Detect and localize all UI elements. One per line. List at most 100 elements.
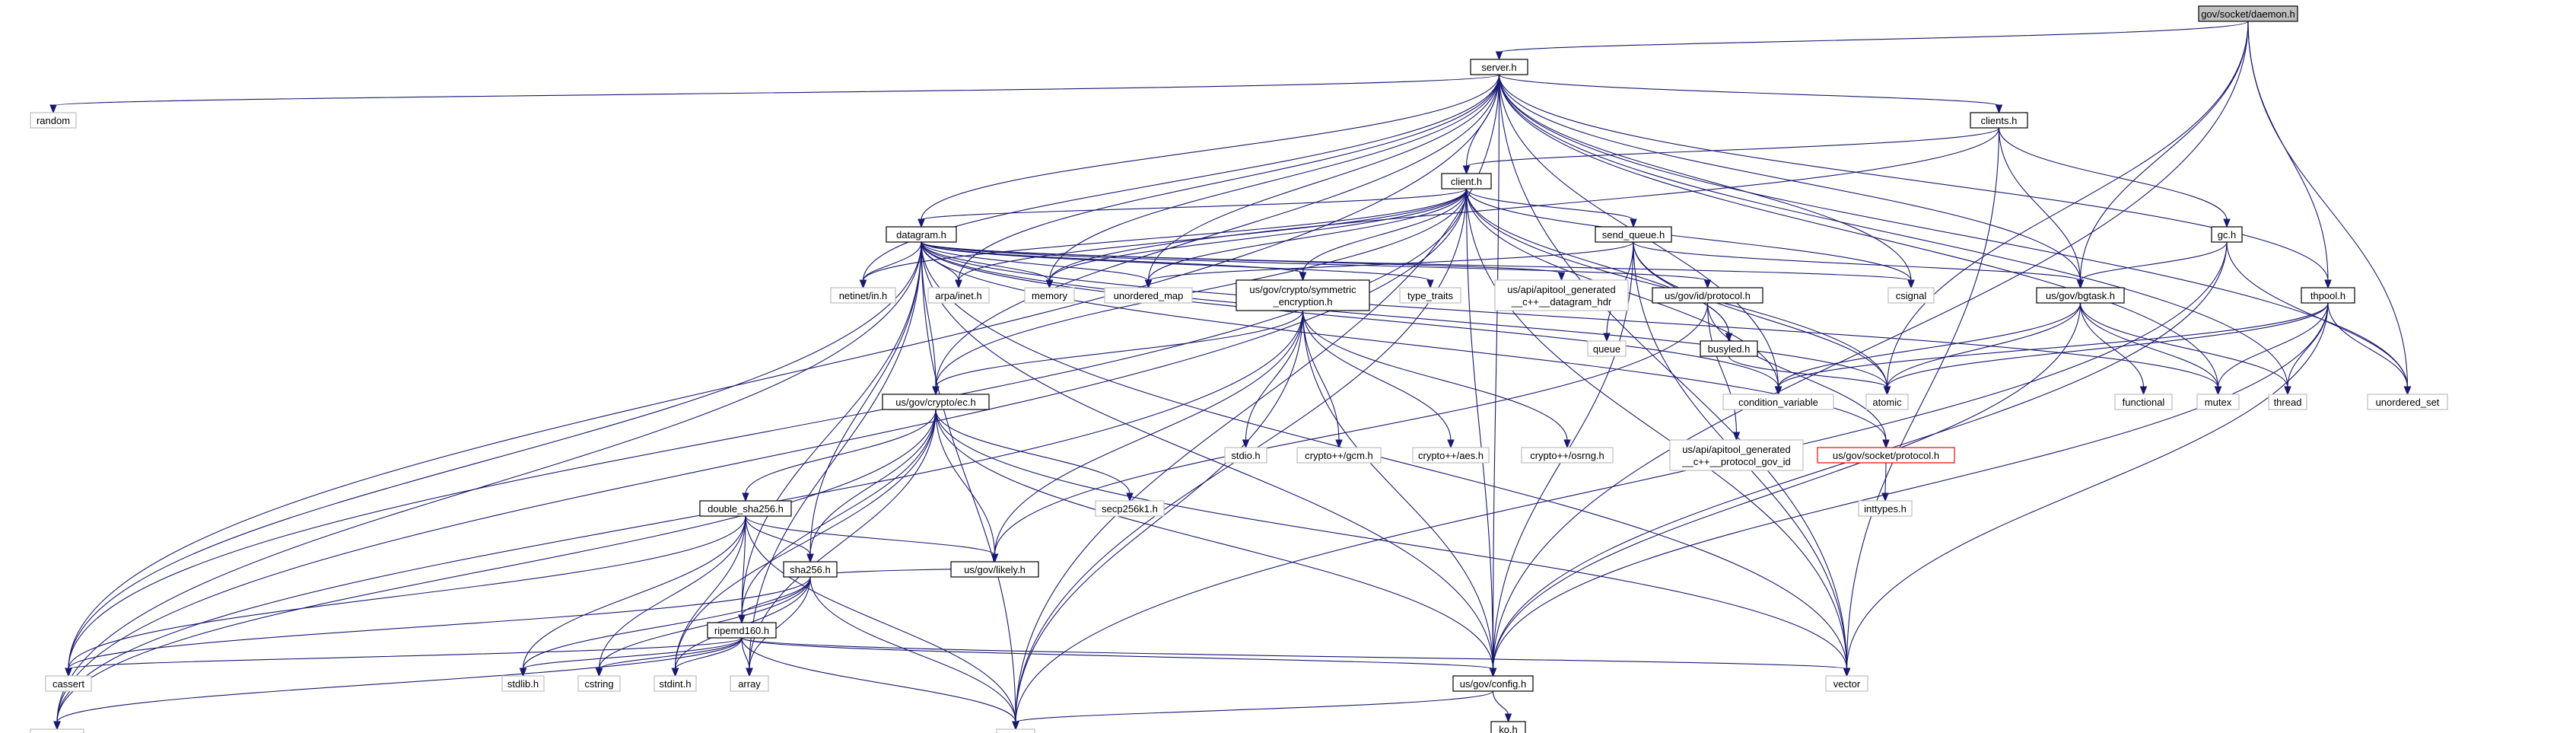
edge-server-to-cassert <box>65 74 1500 677</box>
node-thread[interactable]: thread <box>2268 394 2307 410</box>
node-stdint[interactable]: stdint.h <box>654 675 697 692</box>
node-busyled[interactable]: busyled.h <box>1700 340 1758 357</box>
node-sha256[interactable]: sha256.h <box>783 561 838 578</box>
node-symenc[interactable]: us/gov/crypto/symmetric_encryption.h <box>1236 279 1370 311</box>
edge-ripemd-to-stdlib <box>519 637 743 677</box>
node-label: crypto++/gcm.h <box>1305 450 1373 461</box>
node-cstring[interactable]: cstring <box>577 675 621 692</box>
node-dsha[interactable]: double_sha256.h <box>699 500 792 517</box>
node-thpool[interactable]: thpool.h <box>2301 287 2355 304</box>
node-label: string <box>1003 731 1028 733</box>
node-label: __c++__protocol_gov_id <box>1681 456 1790 467</box>
node-datagram[interactable]: datagram.h <box>886 226 957 243</box>
node-aes[interactable]: crypto++/aes.h <box>1412 447 1490 464</box>
node-osrng[interactable]: crypto++/osrng.h <box>1521 447 1614 464</box>
node-label: netinet/in.h <box>839 290 888 301</box>
node-type-traits[interactable]: type_traits <box>1399 287 1461 304</box>
node-string[interactable]: string <box>996 728 1035 733</box>
node-stdlib[interactable]: stdlib.h <box>501 675 545 692</box>
node-box <box>501 675 545 692</box>
node-umap[interactable]: unordered_map <box>1104 287 1193 304</box>
edge-gc-to-bgtask <box>2076 241 2228 289</box>
edge-ripemd-to-vector <box>741 637 1851 677</box>
node-stdio[interactable]: stdio.h <box>1224 447 1267 464</box>
node-memory[interactable]: memory <box>1024 287 1075 304</box>
edge-server-to-datagram <box>918 74 1500 228</box>
node-label: __c++__datagram_hdr <box>1511 296 1612 308</box>
node-gc[interactable]: gc.h <box>2211 226 2243 243</box>
node-box <box>1587 340 1627 357</box>
node-queue[interactable]: queue <box>1587 340 1627 357</box>
node-box <box>2367 394 2448 410</box>
edge-server-to-netinet <box>859 74 1500 289</box>
node-array[interactable]: array <box>730 675 769 692</box>
edge-server-to-ec <box>932 74 1500 396</box>
node-label: crypto++/aes.h <box>1418 450 1484 461</box>
edge-symenc-to-osrng <box>1302 310 1571 449</box>
edge-client-to-send_queue <box>1465 188 1637 228</box>
node-daemon[interactable]: gov/socket/daemon.h <box>2198 5 2298 22</box>
node-condvar[interactable]: condition_variable <box>1722 394 1834 410</box>
node-csignal[interactable]: csignal <box>1887 287 1935 304</box>
node-iostream[interactable]: iostream <box>30 728 84 733</box>
edge-clients-to-client <box>1462 127 2000 175</box>
node-box <box>996 728 1035 733</box>
edge-server-to-string <box>1012 74 1500 731</box>
edge-datagram-to-iostream <box>53 241 922 731</box>
node-secp[interactable]: secp256k1.h <box>1095 500 1165 517</box>
edge-thpool-to-atomic <box>1883 302 2329 396</box>
node-box <box>2211 226 2243 243</box>
node-likely[interactable]: us/gov/likely.h <box>950 561 1039 578</box>
node-apitool-dgram[interactable]: us/api/apitool_generated__c++__datagram_… <box>1494 279 1629 311</box>
node-box <box>1296 447 1382 464</box>
node-box <box>45 675 92 692</box>
node-ripemd[interactable]: ripemd160.h <box>707 622 777 639</box>
node-config[interactable]: us/gov/config.h <box>1452 675 1534 692</box>
node-label: us/api/apitool_generated <box>1682 444 1790 455</box>
edge-client-to-cassert <box>65 188 1468 677</box>
node-send-queue[interactable]: send_queue.h <box>1595 226 1672 243</box>
node-box <box>577 675 621 692</box>
node-label: datagram.h <box>896 229 946 241</box>
node-label: stdint.h <box>660 678 692 690</box>
node-vector[interactable]: vector <box>1825 675 1868 692</box>
node-random[interactable]: random <box>30 112 77 129</box>
node-functional[interactable]: functional <box>2114 394 2173 410</box>
node-cassert[interactable]: cassert <box>45 675 92 692</box>
node-arpa[interactable]: arpa/inet.h <box>927 287 990 304</box>
node-apitool-gov[interactable]: us/api/apitool_generated__c++__protocol_… <box>1669 439 1804 471</box>
node-label: server.h <box>1481 62 1516 73</box>
edge-client-to-memory <box>1045 188 1468 289</box>
node-atomic[interactable]: atomic <box>1865 394 1909 410</box>
node-label: iostream <box>38 731 76 733</box>
node-label: busyled.h <box>1708 343 1751 355</box>
node-label: type_traits <box>1407 290 1453 301</box>
node-box <box>927 287 990 304</box>
node-protocol-id[interactable]: us/gov/id/protocol.h <box>1652 287 1763 304</box>
node-gcm[interactable]: crypto++/gcm.h <box>1296 447 1382 464</box>
node-netinet[interactable]: netinet/in.h <box>830 287 896 304</box>
node-mutex[interactable]: mutex <box>2196 394 2240 410</box>
node-ec[interactable]: us/gov/crypto/ec.h <box>882 394 990 410</box>
edge-server-to-arpa <box>955 74 1500 289</box>
node-label: thread <box>2274 397 2302 408</box>
edge-ec-to-dsha <box>742 409 937 502</box>
node-inttypes[interactable]: inttypes.h <box>1858 500 1913 517</box>
edge-thpool-to-condvar <box>1774 302 2329 396</box>
edge-dsha-to-stdint <box>671 515 746 677</box>
edge-clients-to-gc <box>1998 127 2231 228</box>
edge-gc-to-string <box>1012 241 2228 731</box>
node-uset[interactable]: unordered_set <box>2367 394 2448 410</box>
node-server[interactable]: server.h <box>1470 59 1528 75</box>
node-box <box>950 561 1039 578</box>
node-bgtask[interactable]: us/gov/bgtask.h <box>2036 287 2125 304</box>
node-box <box>2036 287 2125 304</box>
node-socket-protocol[interactable]: us/gov/socket/protocol.h <box>1817 447 1955 464</box>
edge-server-to-bgtask <box>1498 74 2085 289</box>
node-clients[interactable]: clients.h <box>1970 112 2028 129</box>
node-ko[interactable]: ko.h <box>1490 721 1526 733</box>
node-client[interactable]: client.h <box>1441 173 1492 190</box>
node-label: secp256k1.h <box>1102 503 1158 515</box>
edge-thpool-to-config <box>1489 302 2329 677</box>
edge-ripemd-to-iostream <box>53 637 743 731</box>
